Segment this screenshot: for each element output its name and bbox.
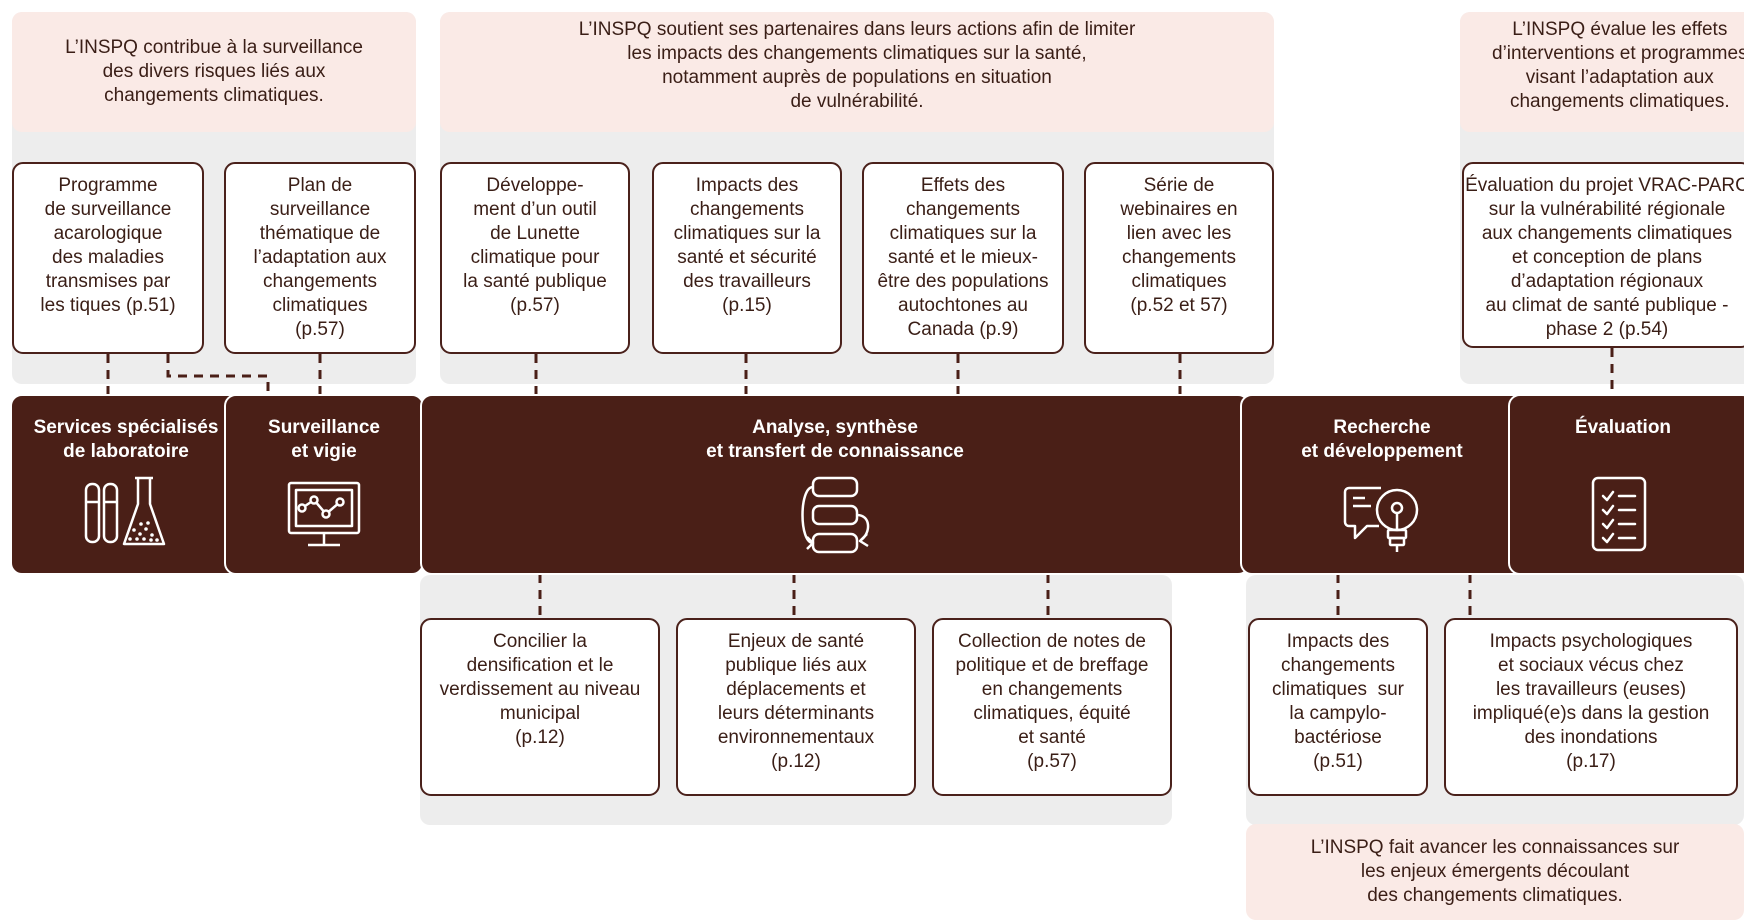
band-laboratoire: Services spécialisés de laboratoire xyxy=(10,394,242,575)
card-deplacements: Enjeux de santé publique liés aux déplac… xyxy=(676,618,916,796)
idea-bulb-icon xyxy=(1343,486,1419,552)
card-populations-autochtones: Effets des changements climatiques sur l… xyxy=(862,162,1064,354)
band-evaluation: Évaluation xyxy=(1508,394,1744,575)
band-surveillance-title: Surveillance et vigie xyxy=(268,417,380,462)
note-evaluation: L’INSPQ évalue les effets d’intervention… xyxy=(1460,12,1744,132)
band-surveillance: Surveillance et vigie xyxy=(224,394,424,575)
band-recherche: Recherche et développement xyxy=(1240,394,1524,575)
card-inondations: Impacts psychologiques et sociaux vécus … xyxy=(1444,618,1738,796)
note-recherche: L’INSPQ fait avancer les connaissances s… xyxy=(1246,824,1744,920)
card-plan-surveillance: Plan de surveillance thématique de l’ada… xyxy=(224,162,416,354)
card-webinaires: Série de webinaires en lien avec les cha… xyxy=(1084,162,1274,354)
card-vrac-parc: Évaluation du projet VRAC-PARC sur la vu… xyxy=(1462,162,1744,348)
note-surveillance: L’INSPQ contribue à la surveillance des … xyxy=(12,12,416,132)
note-partners: L’INSPQ soutient ses partenaires dans le… xyxy=(440,12,1274,132)
process-cycle-icon xyxy=(801,476,870,554)
band-laboratoire-title: Services spécialisés de laboratoire xyxy=(33,417,219,462)
card-sante-travailleurs: Impacts des changements climatiques sur … xyxy=(652,162,842,354)
card-densification: Concilier la densification et le verdiss… xyxy=(420,618,660,796)
band-evaluation-title: Évaluation xyxy=(1574,417,1672,438)
band-analyse-title: Analyse, synthèse et transfert de connai… xyxy=(706,417,964,462)
band-analyse: Analyse, synthèse et transfert de connai… xyxy=(420,394,1250,575)
band-recherche-title: Recherche et développement xyxy=(1301,417,1463,462)
checklist-icon xyxy=(1591,476,1647,552)
card-acarologie: Programme de surveillance acarologique d… xyxy=(12,162,204,354)
card-campylobacteriose: Impacts des changements climatiques sur … xyxy=(1248,618,1428,796)
card-notes-politique: Collection de notes de politique et de b… xyxy=(932,618,1172,796)
card-lunette-climatique: Développe- ment d’un outil de Lunette cl… xyxy=(440,162,630,354)
monitor-chart-icon xyxy=(287,481,361,547)
lab-flask-icon xyxy=(84,476,166,546)
